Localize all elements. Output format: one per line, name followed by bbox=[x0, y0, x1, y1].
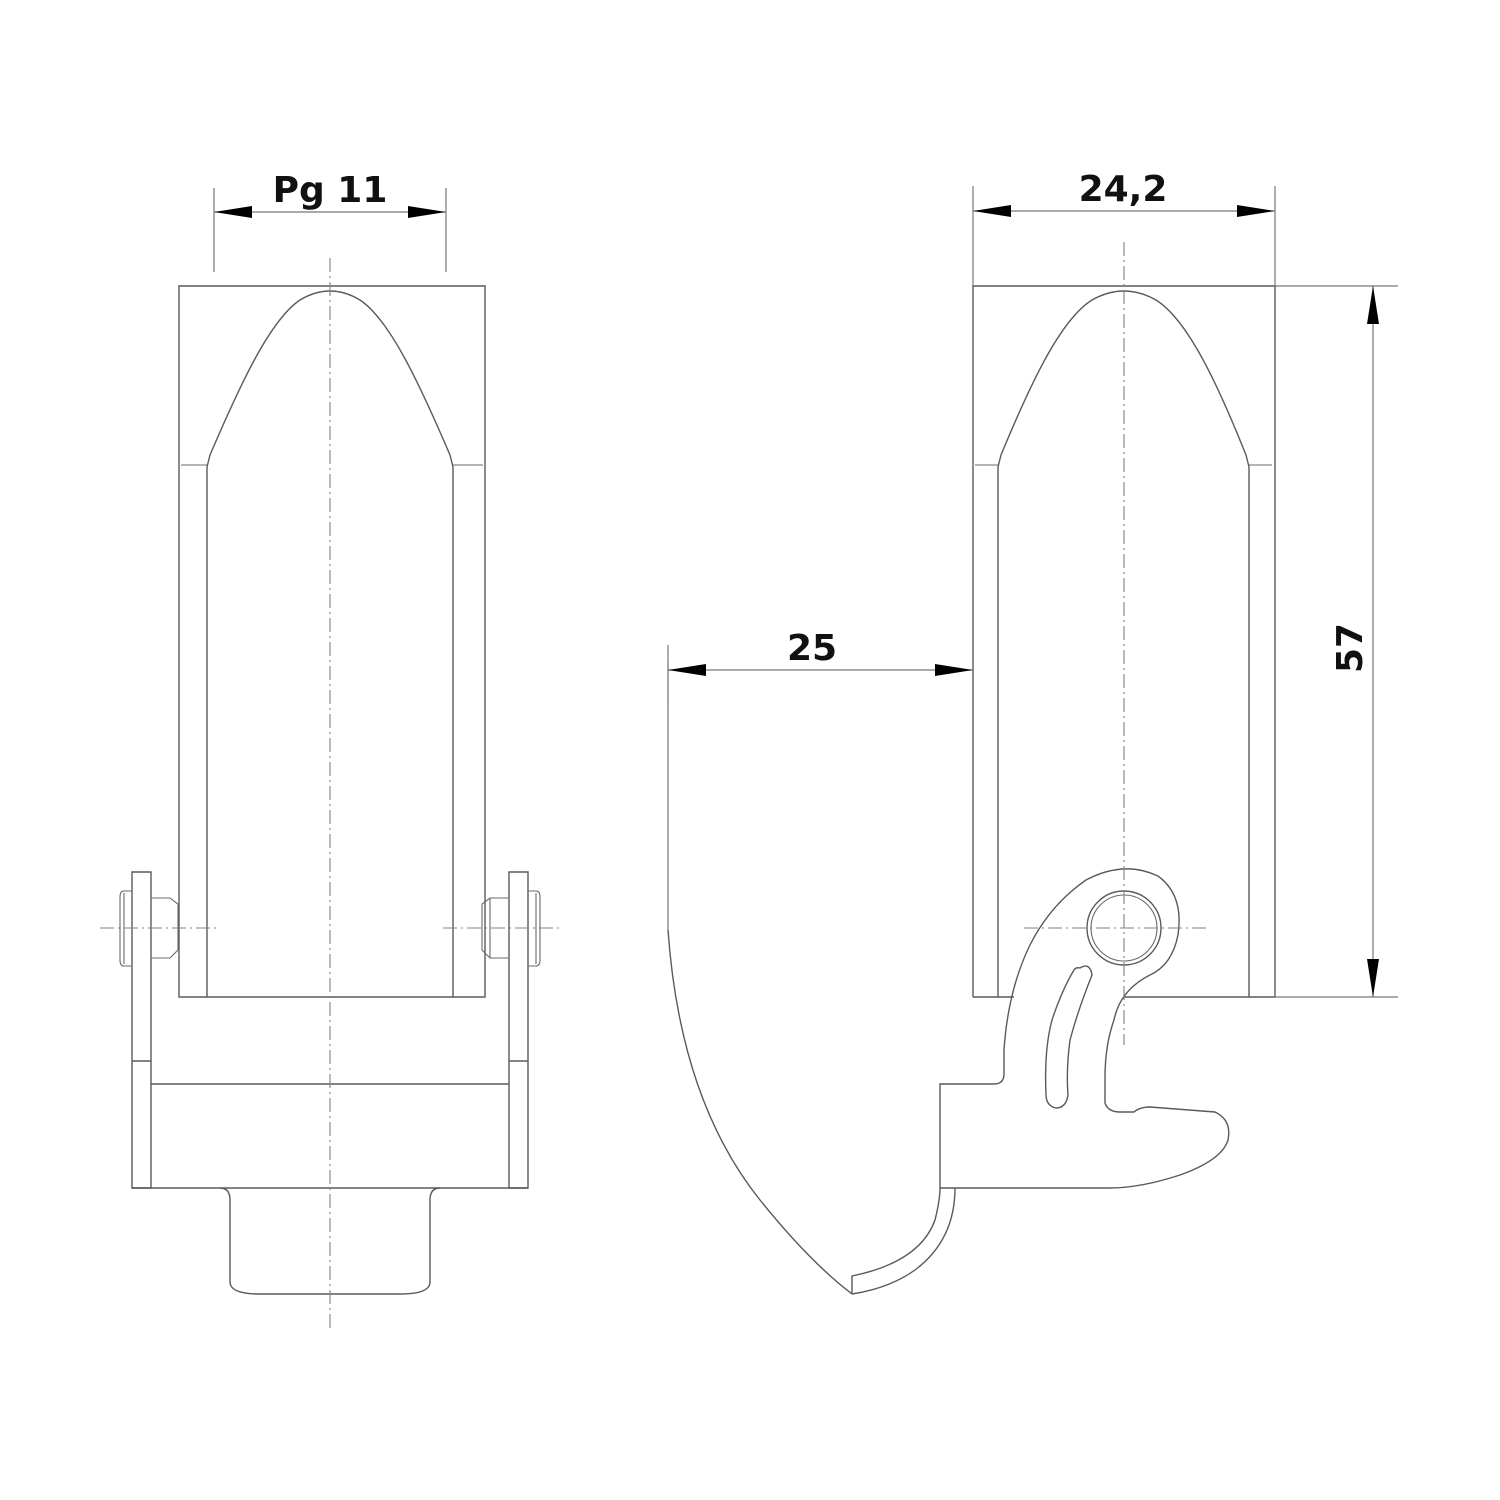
w242-arrow-right bbox=[1237, 205, 1275, 217]
d25-arrow-left bbox=[668, 664, 706, 676]
pg11-label: Pg 11 bbox=[273, 170, 388, 211]
front-yoke-right-plate bbox=[508, 871, 529, 1189]
front-yoke-left-plate bbox=[131, 871, 152, 1189]
w242-arrow-left bbox=[973, 205, 1011, 217]
pg11-arrow-left bbox=[214, 206, 252, 218]
side-locking-lever bbox=[939, 868, 1230, 1189]
side-view: 24,2 25 57 bbox=[667, 169, 1398, 1295]
front-left-pin-shank bbox=[151, 897, 179, 959]
pg11-arrow-right bbox=[408, 206, 446, 218]
w242-label: 24,2 bbox=[1079, 169, 1168, 210]
h57-arrow-top bbox=[1367, 286, 1379, 324]
front-view: Pg 11 bbox=[100, 170, 560, 1328]
front-right-pin-shank bbox=[481, 897, 509, 959]
d25-arrow-right bbox=[935, 664, 973, 676]
side-lever-slot bbox=[1044, 965, 1093, 1109]
d25-label: 25 bbox=[787, 628, 837, 669]
side-cover-hinge-arc bbox=[851, 1187, 956, 1295]
front-housing-outline bbox=[178, 285, 486, 998]
h57-arrow-bottom bbox=[1367, 959, 1379, 997]
side-cover-curve bbox=[667, 929, 853, 1295]
h57-label: 57 bbox=[1330, 623, 1371, 673]
